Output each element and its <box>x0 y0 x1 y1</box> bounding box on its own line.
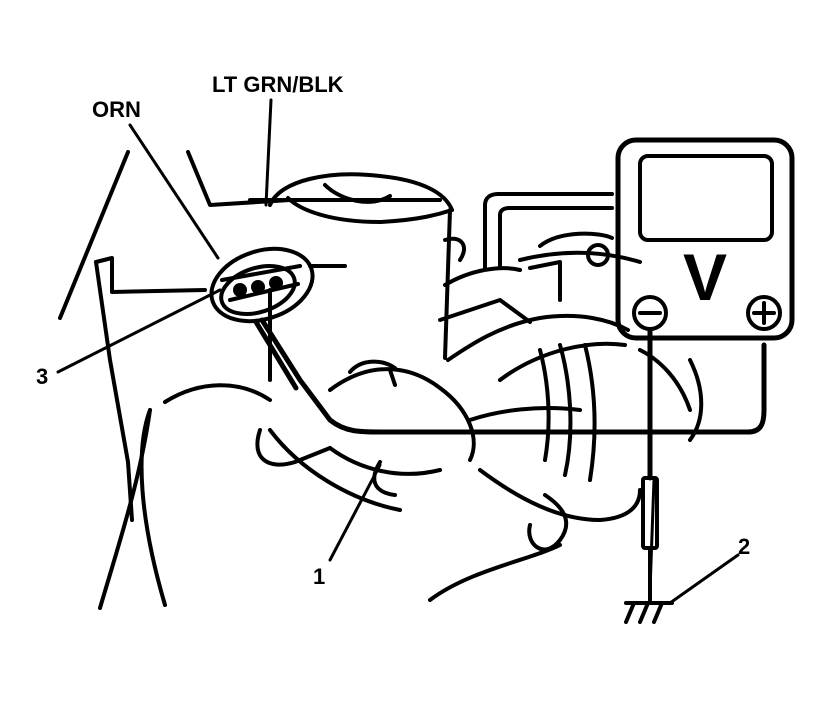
intake-housing <box>268 172 532 382</box>
meter-v-symbol: V <box>683 240 727 314</box>
leader-wire-b <box>128 123 220 260</box>
mount-bracket <box>58 150 442 522</box>
meter-negative-terminal <box>632 295 668 331</box>
leader-item-1 <box>328 463 382 562</box>
test-lead <box>253 317 767 435</box>
technician-hand <box>98 359 476 610</box>
callout-2: 2 <box>738 534 751 559</box>
callout-1: 1 <box>313 564 326 589</box>
ground-symbol-icon <box>624 601 674 624</box>
connector <box>209 246 315 324</box>
multimeter: V <box>615 137 795 341</box>
leader-item-3 <box>56 288 222 374</box>
wire-color-label-orn: ORN <box>92 97 141 122</box>
pipe-bracket <box>483 192 614 302</box>
air-intake-tube <box>428 250 704 602</box>
leader-item-2 <box>668 553 740 605</box>
wire-color-label-lt-grn-blk: LT GRN/BLK <box>212 72 344 97</box>
callout-3: 3 <box>36 364 49 389</box>
leader-lines <box>56 98 740 605</box>
meter-positive-terminal <box>746 295 782 331</box>
leader-wire-a <box>264 98 273 207</box>
ground-lead <box>641 327 659 602</box>
